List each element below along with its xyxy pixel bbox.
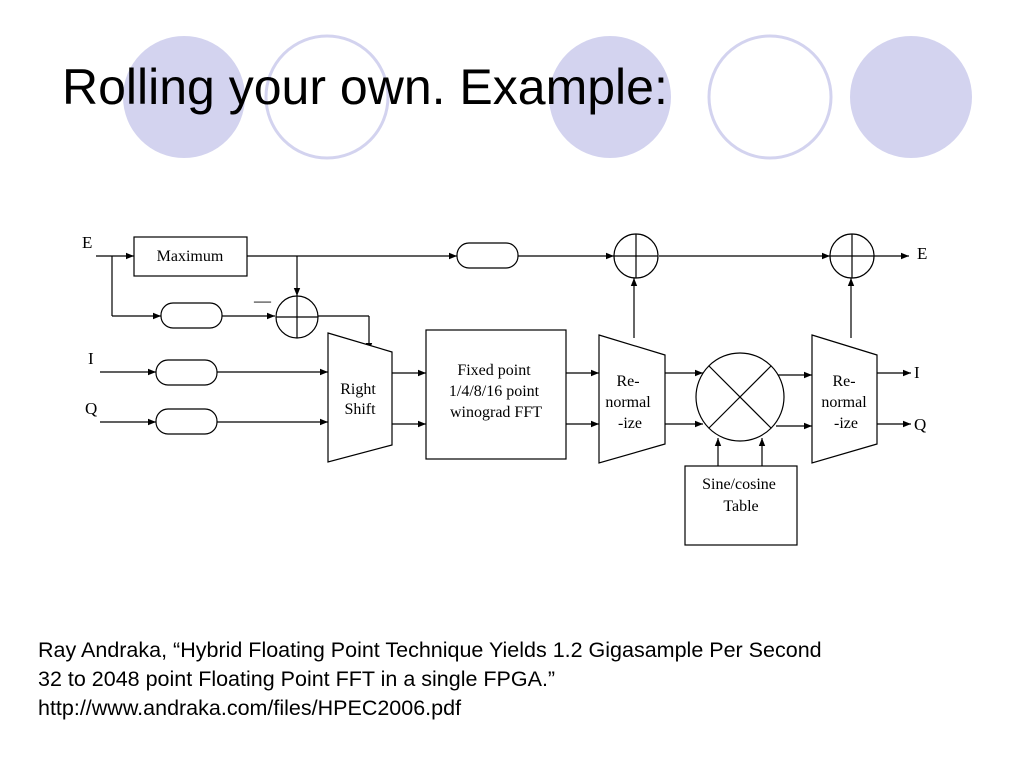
citation-line2: 32 to 2048 point Floating Point FFT in a… <box>38 667 556 691</box>
citation: Ray Andraka, “Hybrid Floating Point Tech… <box>38 636 998 723</box>
deco-circle-5 <box>850 36 972 158</box>
input-q-label: Q <box>85 399 97 418</box>
right-shift-block <box>327 332 393 463</box>
deco-circle-2 <box>264 34 390 160</box>
renorm1-label: Re- normal -ize <box>605 373 654 432</box>
output-q-label: Q <box>914 415 926 434</box>
output-i-label: I <box>914 363 920 382</box>
maximum-label: Maximum <box>157 248 224 265</box>
sine-cosine-block <box>684 465 798 546</box>
citation-line1: Ray Andraka, “Hybrid Floating Point Tech… <box>38 638 822 662</box>
delay-top <box>456 242 519 269</box>
renorm2-label: Re- normal -ize <box>821 373 870 432</box>
maximum-block <box>133 236 248 277</box>
renorm2-line3: -ize <box>834 415 858 432</box>
delay-e <box>160 302 223 329</box>
sine-cosine-line2: Table <box>723 498 758 515</box>
fft-line1: Fixed point <box>457 362 531 379</box>
minus-sign: — <box>253 291 272 310</box>
sine-cosine-label: Sine/cosine Table <box>702 476 780 515</box>
renorm1-line2: normal <box>605 394 651 411</box>
citation-url: http://www.andraka.com/files/HPEC2006.pd… <box>38 696 462 720</box>
deco-circle-3 <box>549 36 671 158</box>
right-shift-line2: Shift <box>344 401 376 418</box>
fft-label: Fixed point 1/4/8/16 point winograd FFT <box>449 362 543 421</box>
adder-sum2 <box>829 233 875 279</box>
fft-line2: 1/4/8/16 point <box>449 383 540 400</box>
renorm1-block <box>598 334 666 464</box>
fft-line3: winograd FFT <box>450 404 542 421</box>
fft-block <box>425 329 567 460</box>
adder-sum1 <box>613 233 659 279</box>
output-e-label: E <box>917 244 927 263</box>
input-i-label: I <box>88 349 94 368</box>
delay-i <box>155 359 218 386</box>
slide-title: Rolling your own. Example: <box>62 59 668 115</box>
deco-circle-1 <box>123 36 245 158</box>
sine-cosine-line1: Sine/cosine <box>702 476 776 493</box>
adder-e-sum <box>275 295 319 339</box>
right-shift-label: Right Shift <box>340 381 380 418</box>
renorm1-line3: -ize <box>618 415 642 432</box>
complex-multiplier <box>695 352 785 442</box>
delay-q <box>155 408 218 435</box>
renorm2-line2: normal <box>821 394 867 411</box>
deco-circle-4 <box>707 34 833 160</box>
right-shift-line1: Right <box>340 381 376 398</box>
renorm1-line1: Re- <box>616 373 639 390</box>
renorm2-line1: Re- <box>832 373 855 390</box>
input-e-label: E <box>82 233 92 252</box>
renorm2-block <box>811 334 878 464</box>
